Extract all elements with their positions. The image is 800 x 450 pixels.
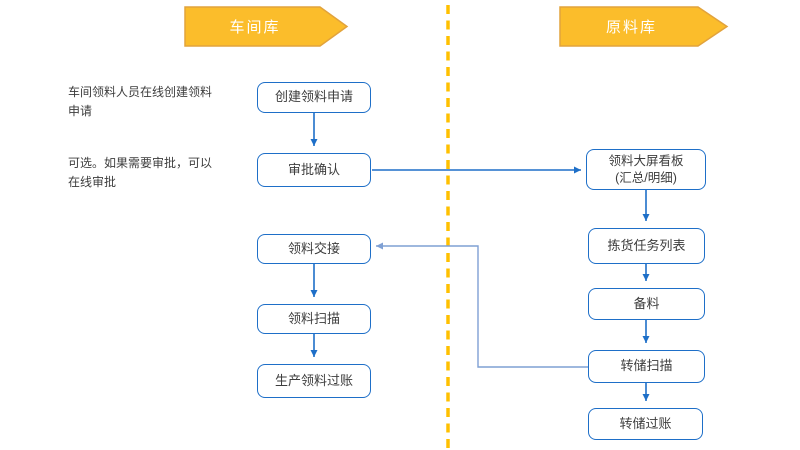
node-approve-confirm-label: 审批确认 bbox=[287, 161, 340, 177]
node-prepare-material: 备料 bbox=[588, 288, 705, 320]
node-material-scan-label: 领料扫描 bbox=[287, 310, 340, 326]
node-pick-task-list: 拣货任务列表 bbox=[588, 228, 705, 264]
node-material-handover: 领料交接 bbox=[257, 234, 371, 264]
annotation-approval-note: 可选。如果需要审批，可以在线审批 bbox=[68, 156, 213, 189]
node-transfer-scan-label: 转储扫描 bbox=[620, 358, 673, 374]
node-create-request: 创建领料申请 bbox=[257, 82, 371, 113]
connector-transferscan-to-handover bbox=[376, 242, 588, 368]
node-pick-task-list-label: 拣货任务列表 bbox=[607, 237, 686, 253]
lane-header-warehouse: 原料库 bbox=[560, 7, 703, 46]
lane-header-warehouse-label: 原料库 bbox=[605, 19, 657, 36]
lane-header-workshop-label: 车间库 bbox=[229, 19, 281, 36]
node-material-board-label: 领料大屏看板 bbox=[608, 154, 684, 169]
node-create-request-label: 创建领料申请 bbox=[274, 89, 353, 105]
node-material-board-sublabel: (汇总/明细) bbox=[615, 170, 677, 185]
node-material-handover-label: 领料交接 bbox=[287, 240, 340, 256]
node-production-post: 生产领料过账 bbox=[257, 364, 371, 398]
node-production-post-label: 生产领料过账 bbox=[274, 372, 353, 388]
lane-header-workshop: 车间库 bbox=[185, 7, 325, 46]
annotation-create-note: 车间领料人员在线创建领料申请 bbox=[68, 85, 213, 118]
node-material-scan: 领料扫描 bbox=[257, 304, 371, 334]
node-material-board: 领料大屏看板 (汇总/明细) bbox=[586, 149, 706, 190]
node-transfer-post: 转储过账 bbox=[588, 408, 703, 440]
node-approve-confirm: 审批确认 bbox=[257, 153, 371, 187]
workshop-lane-header-shape bbox=[184, 6, 349, 47]
node-prepare-material-label: 备料 bbox=[633, 295, 660, 311]
node-transfer-scan: 转储扫描 bbox=[588, 350, 705, 383]
warehouse-lane-header-shape bbox=[559, 6, 729, 47]
node-transfer-post-label: 转储过账 bbox=[619, 415, 672, 431]
